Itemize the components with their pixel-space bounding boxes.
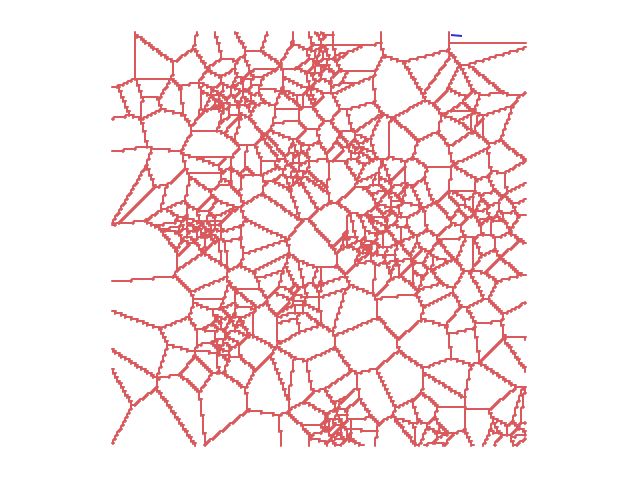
cell-network	[111, 31, 527, 447]
highlighted-segment	[450, 34, 463, 37]
highlight-layer	[450, 34, 463, 37]
cell-boundaries	[111, 31, 527, 447]
